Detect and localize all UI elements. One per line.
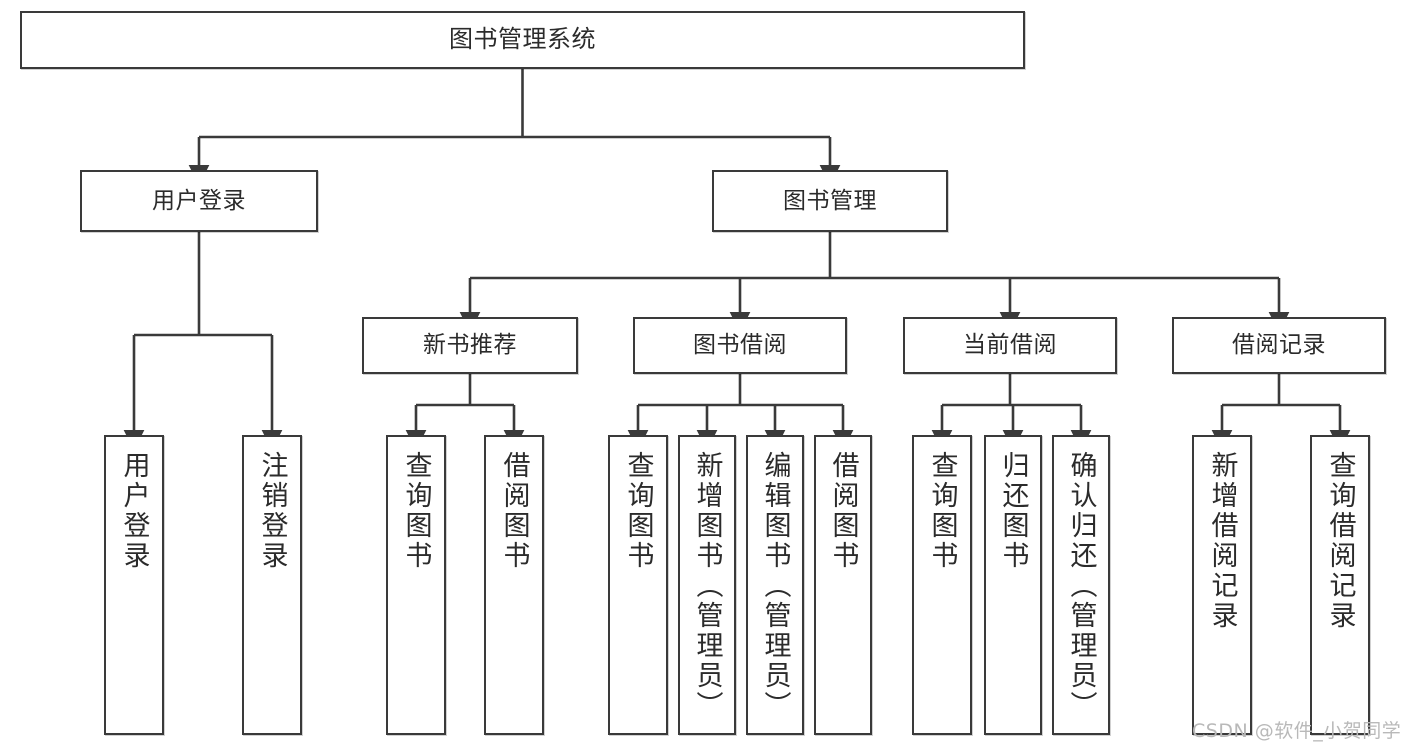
node-label: 当前借阅 <box>963 332 1057 359</box>
node-user-login[interactable]: 用户登录 <box>80 170 318 232</box>
node-label: 借阅图书 <box>498 451 530 571</box>
node-leaf-add-borrow-record[interactable]: 新增借阅记录 <box>1192 435 1252 735</box>
node-label: 借阅图书 <box>827 451 859 571</box>
node-book-borrow[interactable]: 图书借阅 <box>633 317 847 374</box>
node-leaf-return-book[interactable]: 归还图书 <box>984 435 1042 735</box>
node-borrow-record[interactable]: 借阅记录 <box>1172 317 1386 374</box>
node-label: 新书推荐 <box>423 332 517 359</box>
node-label: 确认归还（管理员） <box>1065 451 1097 721</box>
node-label: 新增借阅记录 <box>1206 451 1238 631</box>
node-current-borrow[interactable]: 当前借阅 <box>903 317 1117 374</box>
node-label: 新增图书（管理员） <box>691 451 723 721</box>
node-label: 查询图书 <box>926 451 958 571</box>
node-label: 查询图书 <box>622 451 654 571</box>
node-leaf-query-borrow-record[interactable]: 查询借阅记录 <box>1310 435 1370 735</box>
node-leaf-query-book-2[interactable]: 查询图书 <box>608 435 668 735</box>
node-label: 图书管理 <box>783 187 877 214</box>
node-new-book-recommendation[interactable]: 新书推荐 <box>362 317 578 374</box>
node-leaf-query-book-1[interactable]: 查询图书 <box>386 435 446 735</box>
node-leaf-edit-book[interactable]: 编辑图书（管理员） <box>746 435 804 735</box>
node-label: 归还图书 <box>997 451 1029 571</box>
node-root[interactable]: 图书管理系统 <box>20 11 1025 69</box>
node-label: 编辑图书（管理员） <box>759 451 791 721</box>
node-label: 用户登录 <box>152 187 246 214</box>
watermark: CSDN @软件_小贺同学 <box>1192 720 1402 742</box>
node-label: 图书管理系统 <box>449 25 596 54</box>
node-label: 借阅记录 <box>1232 332 1326 359</box>
node-label: 查询借阅记录 <box>1324 451 1356 631</box>
node-leaf-confirm-return[interactable]: 确认归还（管理员） <box>1052 435 1110 735</box>
node-label: 查询图书 <box>400 451 432 571</box>
node-book-management[interactable]: 图书管理 <box>712 170 948 232</box>
node-label: 注销登录 <box>256 451 288 571</box>
node-leaf-add-book[interactable]: 新增图书（管理员） <box>678 435 736 735</box>
node-leaf-query-book-3[interactable]: 查询图书 <box>912 435 972 735</box>
node-leaf-user-login[interactable]: 用户登录 <box>104 435 164 735</box>
node-leaf-logout[interactable]: 注销登录 <box>242 435 302 735</box>
node-label: 图书借阅 <box>693 332 787 359</box>
node-leaf-borrow-book-1[interactable]: 借阅图书 <box>484 435 544 735</box>
node-leaf-borrow-book-2[interactable]: 借阅图书 <box>814 435 872 735</box>
node-label: 用户登录 <box>118 451 150 571</box>
